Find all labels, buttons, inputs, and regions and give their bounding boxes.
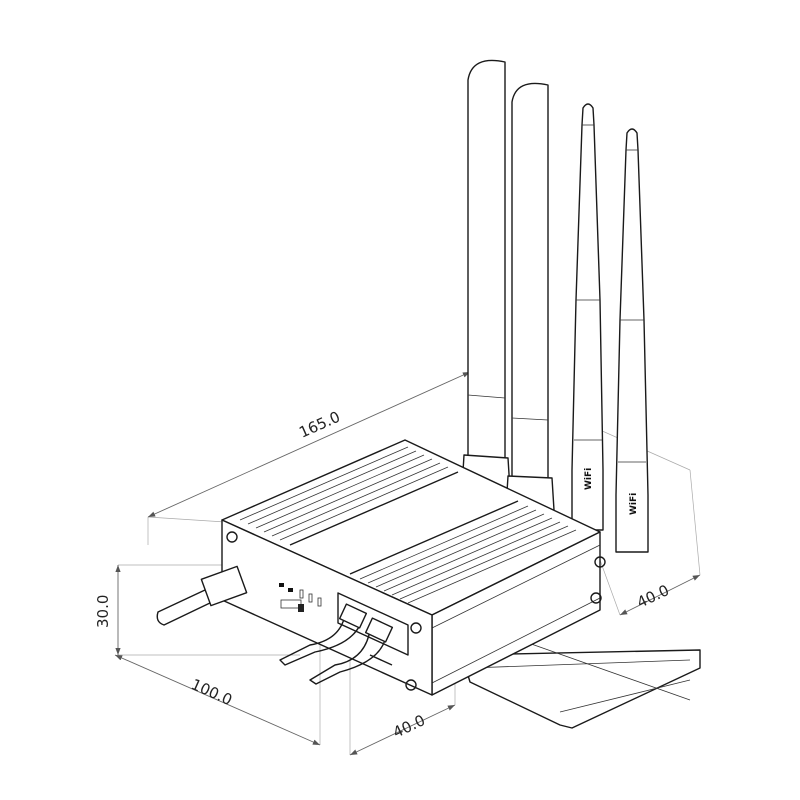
ethernet-cables <box>279 603 394 685</box>
dim-line-front-depth <box>349 704 456 756</box>
dimension-front-depth: 40.0 <box>390 711 428 741</box>
router-body <box>221 439 606 696</box>
power-cable <box>156 565 248 626</box>
status-leds <box>279 583 322 612</box>
dim-line-length <box>147 371 471 518</box>
heatsink-fins <box>239 446 577 604</box>
paddle-antenna-2 <box>505 82 555 511</box>
screw-icon <box>405 679 417 691</box>
din-rail <box>461 639 701 729</box>
dim-line-width <box>114 654 321 746</box>
wifi-label-1: WiFi <box>584 468 594 490</box>
dimension-lines <box>114 371 701 756</box>
dimension-side-depth: 40.0 <box>634 581 672 611</box>
wifi-antenna-2: WiFi <box>615 128 649 553</box>
screw-icon <box>410 622 422 634</box>
dim-line-side-depth <box>619 574 701 616</box>
dimension-width: 100.0 <box>188 675 235 709</box>
screw-icon <box>594 556 606 568</box>
paddle-antenna-1 <box>461 59 511 491</box>
dimension-length: 165.0 <box>296 408 343 442</box>
wifi-label-2: WiFi <box>629 493 639 515</box>
screw-icon <box>226 531 238 543</box>
screw-icon <box>590 592 602 604</box>
wifi-antenna-1: WiFi <box>571 103 604 531</box>
dimension-height: 30.0 <box>94 595 112 628</box>
